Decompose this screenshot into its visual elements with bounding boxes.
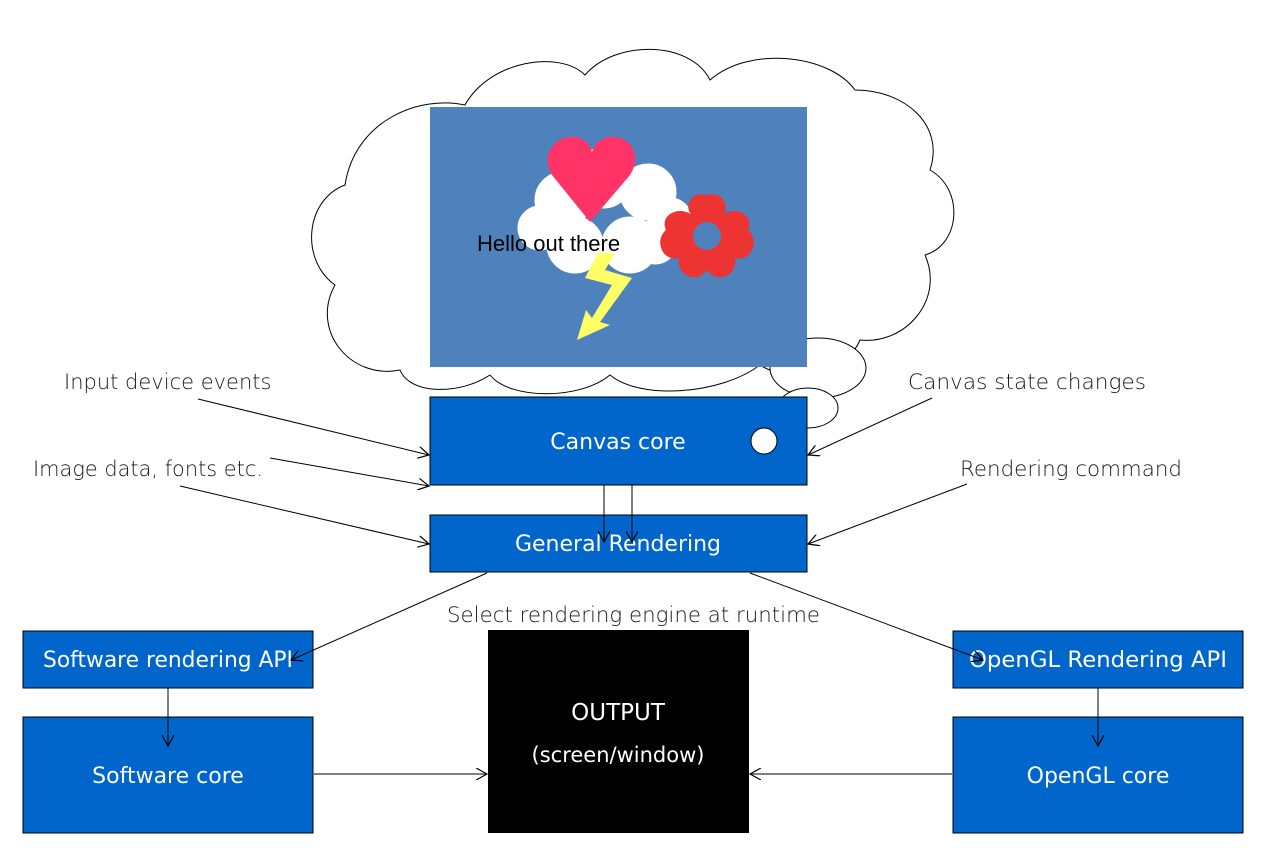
output-subtitle: (screen/window) xyxy=(532,743,705,767)
general-rendering-label: General Rendering xyxy=(515,532,721,557)
arrow-rendering-command xyxy=(808,483,968,544)
canvas-core-label: Canvas core xyxy=(550,430,685,455)
general-rendering-box: General Rendering xyxy=(429,514,808,573)
lightning-bolt-icon xyxy=(577,253,632,340)
hello-text: Hello out there xyxy=(477,231,620,256)
select-engine-label: Select rendering engine at runtime xyxy=(447,603,820,627)
canvas-state-label: Canvas state changes xyxy=(908,370,1146,394)
software-core-label: Software core xyxy=(92,764,244,789)
heart-icon xyxy=(547,136,636,222)
opengl-rendering-api-box: OpenGL Rendering API xyxy=(952,630,1244,689)
input-events-label: Input device events xyxy=(64,370,271,394)
flower-icon xyxy=(660,194,754,278)
software-rendering-api-label: Software rendering API xyxy=(43,648,293,673)
opengl-core-label: OpenGL core xyxy=(1027,764,1170,789)
arrow-image-data-to-rendering xyxy=(179,485,429,544)
arrow-image-data-to-canvas xyxy=(269,457,429,486)
arrows xyxy=(168,397,1098,774)
arrow-input-events xyxy=(197,398,429,455)
output-box: OUTPUT (screen/window) xyxy=(488,630,749,833)
opengl-rendering-api-label: OpenGL Rendering API xyxy=(969,648,1227,673)
software-rendering-api-box: Software rendering API xyxy=(22,630,314,689)
arrow-to-opengl-api xyxy=(749,572,983,660)
output-title: OUTPUT xyxy=(571,700,666,726)
arrow-to-software-api xyxy=(291,572,488,660)
rendering-command-label: Rendering command xyxy=(960,457,1182,481)
arrow-canvas-state xyxy=(808,397,933,455)
image-data-label: Image data, fonts etc. xyxy=(33,457,263,481)
canvas-core-box: Canvas core xyxy=(429,396,808,486)
